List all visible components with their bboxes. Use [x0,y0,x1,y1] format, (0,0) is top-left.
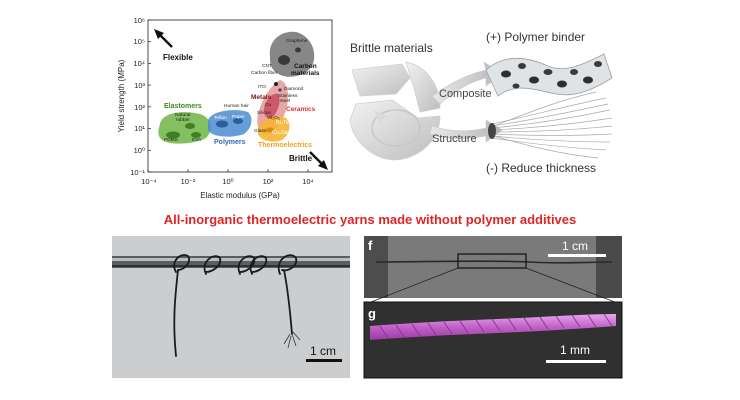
yarn-photo-left: 1 cm [112,236,350,378]
y-tick-label: 10² [134,103,145,112]
brittle-arrow [309,151,328,170]
headline: All-inorganic thermoelectric yarns made … [163,212,577,227]
panel-letter-g: g [368,306,376,321]
group-label-elastomers: Elastomers [164,103,202,110]
material-label: Stainless [278,93,298,99]
brittle-materials-title: Brittle materials [350,41,433,55]
y-tick-label: 10⁰ [134,146,145,155]
material-label: PDMS [164,137,178,143]
group-label-ceramics: Ceramics [286,106,316,113]
polymers-region [208,110,252,137]
broken-plate-icon [349,61,441,161]
x-tick-label: 10⁰ [222,177,233,186]
group-label-carbon: materials [291,70,320,77]
y-tick-label: 10⁵ [134,37,145,46]
material-label: Bi₂Te₃ [276,120,291,126]
y-tick-label: 10⁻¹ [130,168,145,177]
y-tick-label: 10³ [134,81,145,90]
material-label: Cu [265,102,271,108]
fiber-bundle [491,91,613,159]
material-label: CNT [262,63,272,69]
y-axis: 10⁻¹ 10⁰ 10¹ 10² 10³ 10⁴ 10⁵ 10⁶ [130,16,151,177]
material-label: Human hair [224,103,249,109]
flexible-label: Flexible [163,53,193,62]
thermoelectrics-region [258,116,290,142]
composite-label: Composite [439,88,492,100]
material-label: Glass [254,128,267,134]
ashby-chart: 10⁻¹ 10⁰ 10¹ 10² 10³ 10⁴ 10⁵ 10⁶ Yield s… [117,16,333,200]
scale-label: 1 cm [562,239,588,253]
group-label-carbon: Carbon [294,63,317,70]
composite-ribbon [485,53,613,97]
material-label: Natural [175,112,190,118]
scale-bar [546,360,606,363]
scale-bar [548,254,606,257]
yarn-photo-f: 1 cm f [364,236,622,305]
y-tick-label: 10⁶ [134,16,145,25]
material-label: Al₂O₃ [268,115,280,121]
polymer-binder-label: (+) Polymer binder [486,30,585,44]
material-label: steel [280,98,290,104]
brittle-label: Brittle [289,154,313,163]
concept-illustration: Brittle materials (+) Polymer binder Com… [349,30,613,175]
reduce-thickness-label: (-) Reduce thickness [486,161,596,175]
structure-label: Structure [432,133,477,145]
group-label-thermoelectrics: Thermoelectrics [258,142,312,149]
scale-bar [306,359,342,362]
panel-letter-f: f [368,238,373,253]
material-label: Carbon fiber [251,70,278,76]
y-tick-label: 10⁴ [133,59,145,68]
scale-label: 1 cm [310,344,336,358]
material-label: Paper [232,114,245,120]
group-label-metals: Metals [251,94,272,101]
material-label: ITO [258,84,266,90]
fiber-bundle-end [488,123,496,139]
x-axis: 10⁻⁴ 10⁻² 10⁰ 10² 10⁴ [141,169,314,186]
zoom-box [457,253,527,269]
carbon-region [269,31,315,92]
elastomers-region [158,112,211,144]
material-label: Graphene [286,38,308,44]
x-tick-label: 10⁻⁴ [141,177,157,186]
x-tick-label: 10⁴ [302,177,314,186]
material-label: Teflon [214,115,227,121]
y-tick-label: 10¹ [134,124,145,133]
x-tick-label: 10⁻² [181,177,196,186]
material-label: EVA [192,137,202,143]
material-label: rubber [176,117,190,123]
flexible-arrow [154,29,173,48]
group-label-polymers: Polymers [214,139,246,146]
x-axis-label: Elastic modulus (GPa) [200,191,280,200]
material-label: Cu₂Se [272,130,288,136]
yarn-photo-g: 1 mm g [363,301,623,379]
material-label: Diamond [284,86,304,92]
y-axis-label: Yield strength (MPa) [117,59,126,132]
material-label: Silicon [257,110,271,116]
scale-label: 1 mm [560,343,590,357]
x-tick-label: 10² [263,177,274,186]
